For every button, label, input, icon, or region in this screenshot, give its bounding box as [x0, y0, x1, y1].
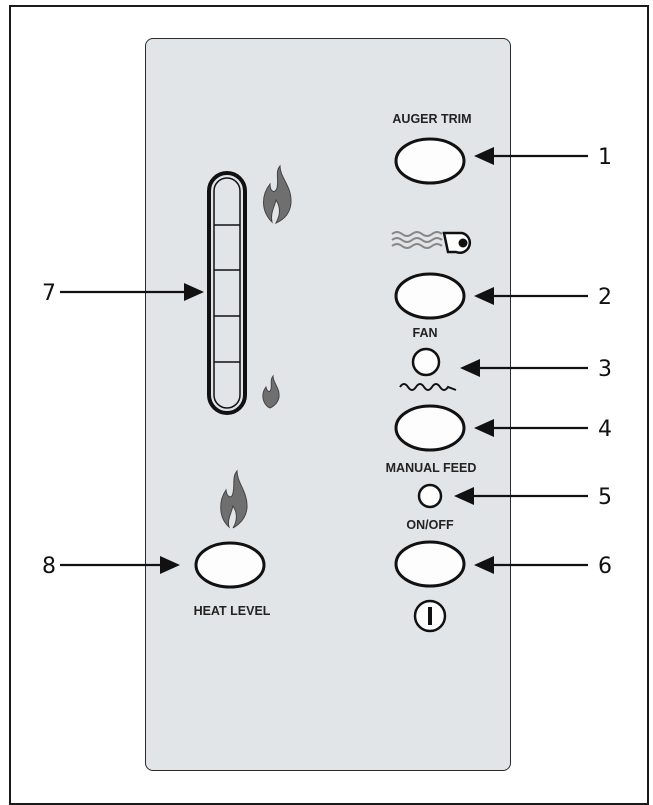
blower-icon	[442, 231, 472, 254]
on-off-button[interactable]	[394, 540, 466, 588]
svg-text:5: 5	[598, 485, 612, 510]
manual-feed-button[interactable]	[394, 404, 466, 452]
callout-5: 5	[454, 485, 612, 510]
fan-label: FAN	[413, 326, 438, 340]
callout-3: 3	[460, 357, 612, 382]
callout-1: 1	[474, 145, 612, 170]
callout-4: 4	[474, 417, 612, 442]
svg-text:6: 6	[598, 554, 612, 579]
callout-8: 8	[42, 554, 180, 579]
svg-text:7: 7	[42, 281, 56, 306]
callout-2: 2	[474, 285, 612, 310]
svg-text:4: 4	[598, 417, 612, 442]
fan-indicator-light	[411, 347, 441, 377]
heat-level-button[interactable]	[194, 541, 266, 589]
svg-text:1: 1	[598, 145, 612, 170]
heat-level-label: HEAT LEVEL	[194, 604, 271, 618]
on-off-label: ON/OFF	[406, 518, 454, 532]
auger-trim-button[interactable]	[394, 137, 466, 185]
auger-trim-label: AUGER TRIM	[392, 112, 471, 126]
auger-icon	[399, 383, 457, 391]
svg-text:2: 2	[598, 285, 612, 310]
svg-text:8: 8	[42, 554, 56, 579]
flame-heat-icon	[220, 469, 248, 529]
heat-level-meter	[207, 171, 247, 415]
fan-blower-icon	[391, 231, 443, 249]
flame-high-icon	[263, 164, 292, 225]
fan-button[interactable]	[394, 272, 466, 320]
manual-feed-label: MANUAL FEED	[386, 461, 477, 475]
power-icon	[413, 599, 447, 633]
svg-text:3: 3	[598, 357, 612, 382]
manual-feed-indicator-light	[417, 483, 443, 509]
flame-low-icon	[262, 374, 280, 409]
callout-6: 6	[474, 554, 612, 579]
callout-7: 7	[42, 281, 204, 306]
